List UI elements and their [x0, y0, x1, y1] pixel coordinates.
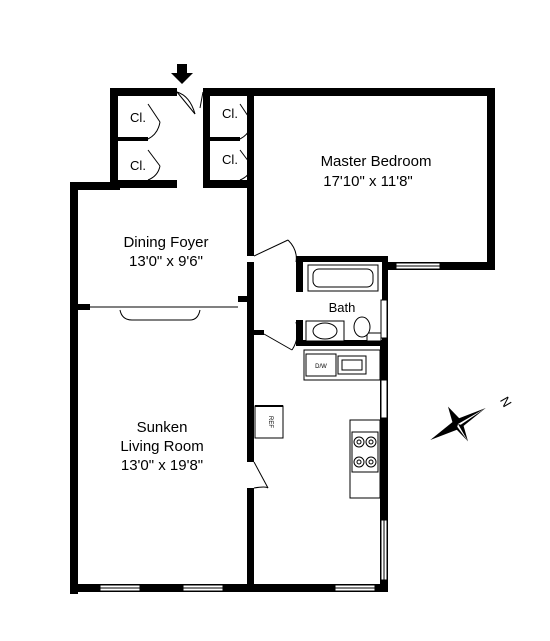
door-swings: [147, 91, 298, 489]
master-bedroom-name: Master Bedroom: [321, 153, 432, 170]
dishwasher-label: D/W: [315, 364, 327, 370]
refrigerator-label: REF: [267, 416, 273, 428]
stove-burners: [353, 436, 377, 468]
bath-sink: [305, 320, 345, 342]
closet-label: Cl.: [222, 106, 238, 121]
walls: [70, 88, 495, 594]
closet-label: Cl.: [130, 110, 146, 125]
sunken-step: [90, 306, 238, 321]
living-room-size: 13'0" x 19'8": [121, 457, 203, 474]
closet-label: Cl.: [222, 152, 238, 167]
master-bedroom-size: 17'10" x 11'8": [323, 173, 413, 190]
entry-arrow-icon: [171, 64, 193, 84]
refrigerator: [254, 405, 284, 439]
toilet: [353, 316, 382, 342]
dining-foyer-size: 13'0" x 9'6": [129, 253, 203, 270]
compass-north-label: N: [497, 394, 515, 410]
living-room-name-line2: Living Room: [120, 438, 203, 455]
living-room-name-line1: Sunken: [137, 419, 188, 436]
windows: [99, 262, 441, 592]
bathtub: [307, 264, 379, 292]
closet-label: Cl.: [130, 158, 146, 173]
kitchen-counter-top: [303, 349, 381, 381]
compass-icon: [430, 406, 486, 442]
bath-name: Bath: [329, 300, 356, 315]
dining-foyer-name: Dining Foyer: [123, 234, 208, 251]
